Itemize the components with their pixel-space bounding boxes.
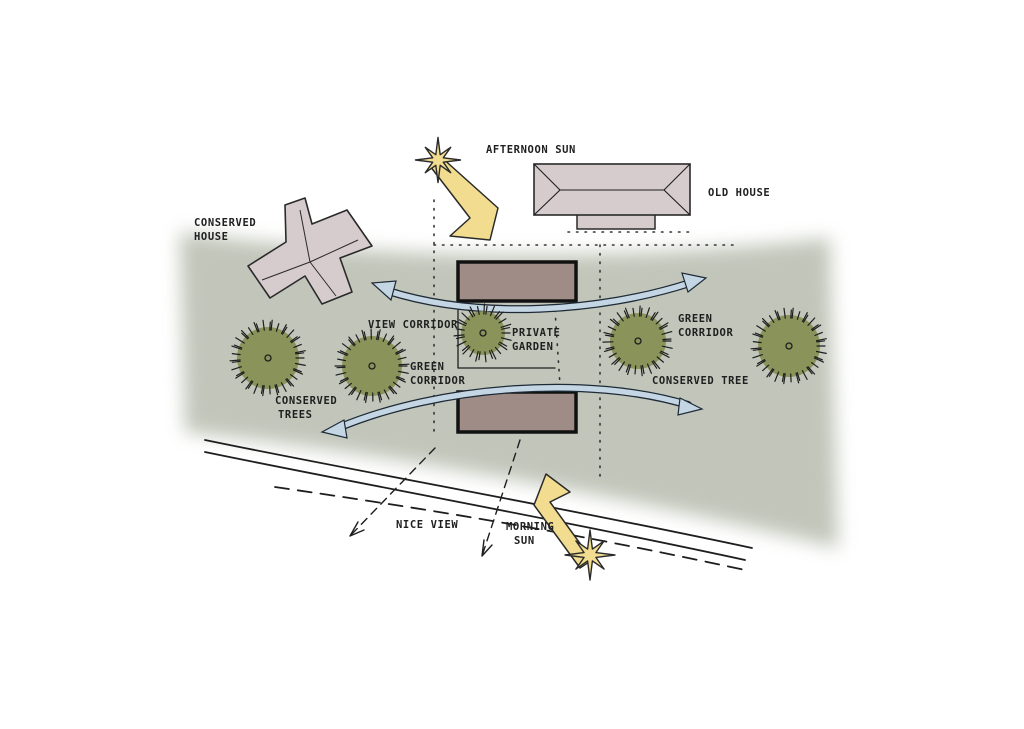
label-green-corridor-right-2: CORRIDOR [678,327,733,339]
label-old-house: OLD HOUSE [708,187,770,199]
label-view-corridor: VIEW CORRIDOR [368,319,458,331]
label-conserved-trees-1: CONSERVED [275,395,337,407]
label-green-corridor-left-2: CORRIDOR [410,375,465,387]
label-private-garden-1: PRIVATE [512,327,560,339]
label-green-corridor-left-1: GREEN [410,361,445,373]
label-green-corridor-right-1: GREEN [678,313,713,325]
building-south [458,392,576,432]
label-conserved-tree: CONSERVED TREE [652,375,749,387]
label-nice-view: NICE VIEW [396,519,458,531]
label-conserved-house-2: HOUSE [194,231,229,243]
label-morning-sun-1: MORNING [506,521,554,533]
label-conserved-trees-2: TREES [278,409,313,421]
label-afternoon-sun: AFTERNOON SUN [486,144,576,156]
label-conserved-house-1: CONSERVED [194,217,256,229]
old-house [534,164,690,229]
building-north [458,262,576,301]
label-morning-sun-2: SUN [514,535,535,547]
label-private-garden-2: GARDEN [512,341,554,353]
